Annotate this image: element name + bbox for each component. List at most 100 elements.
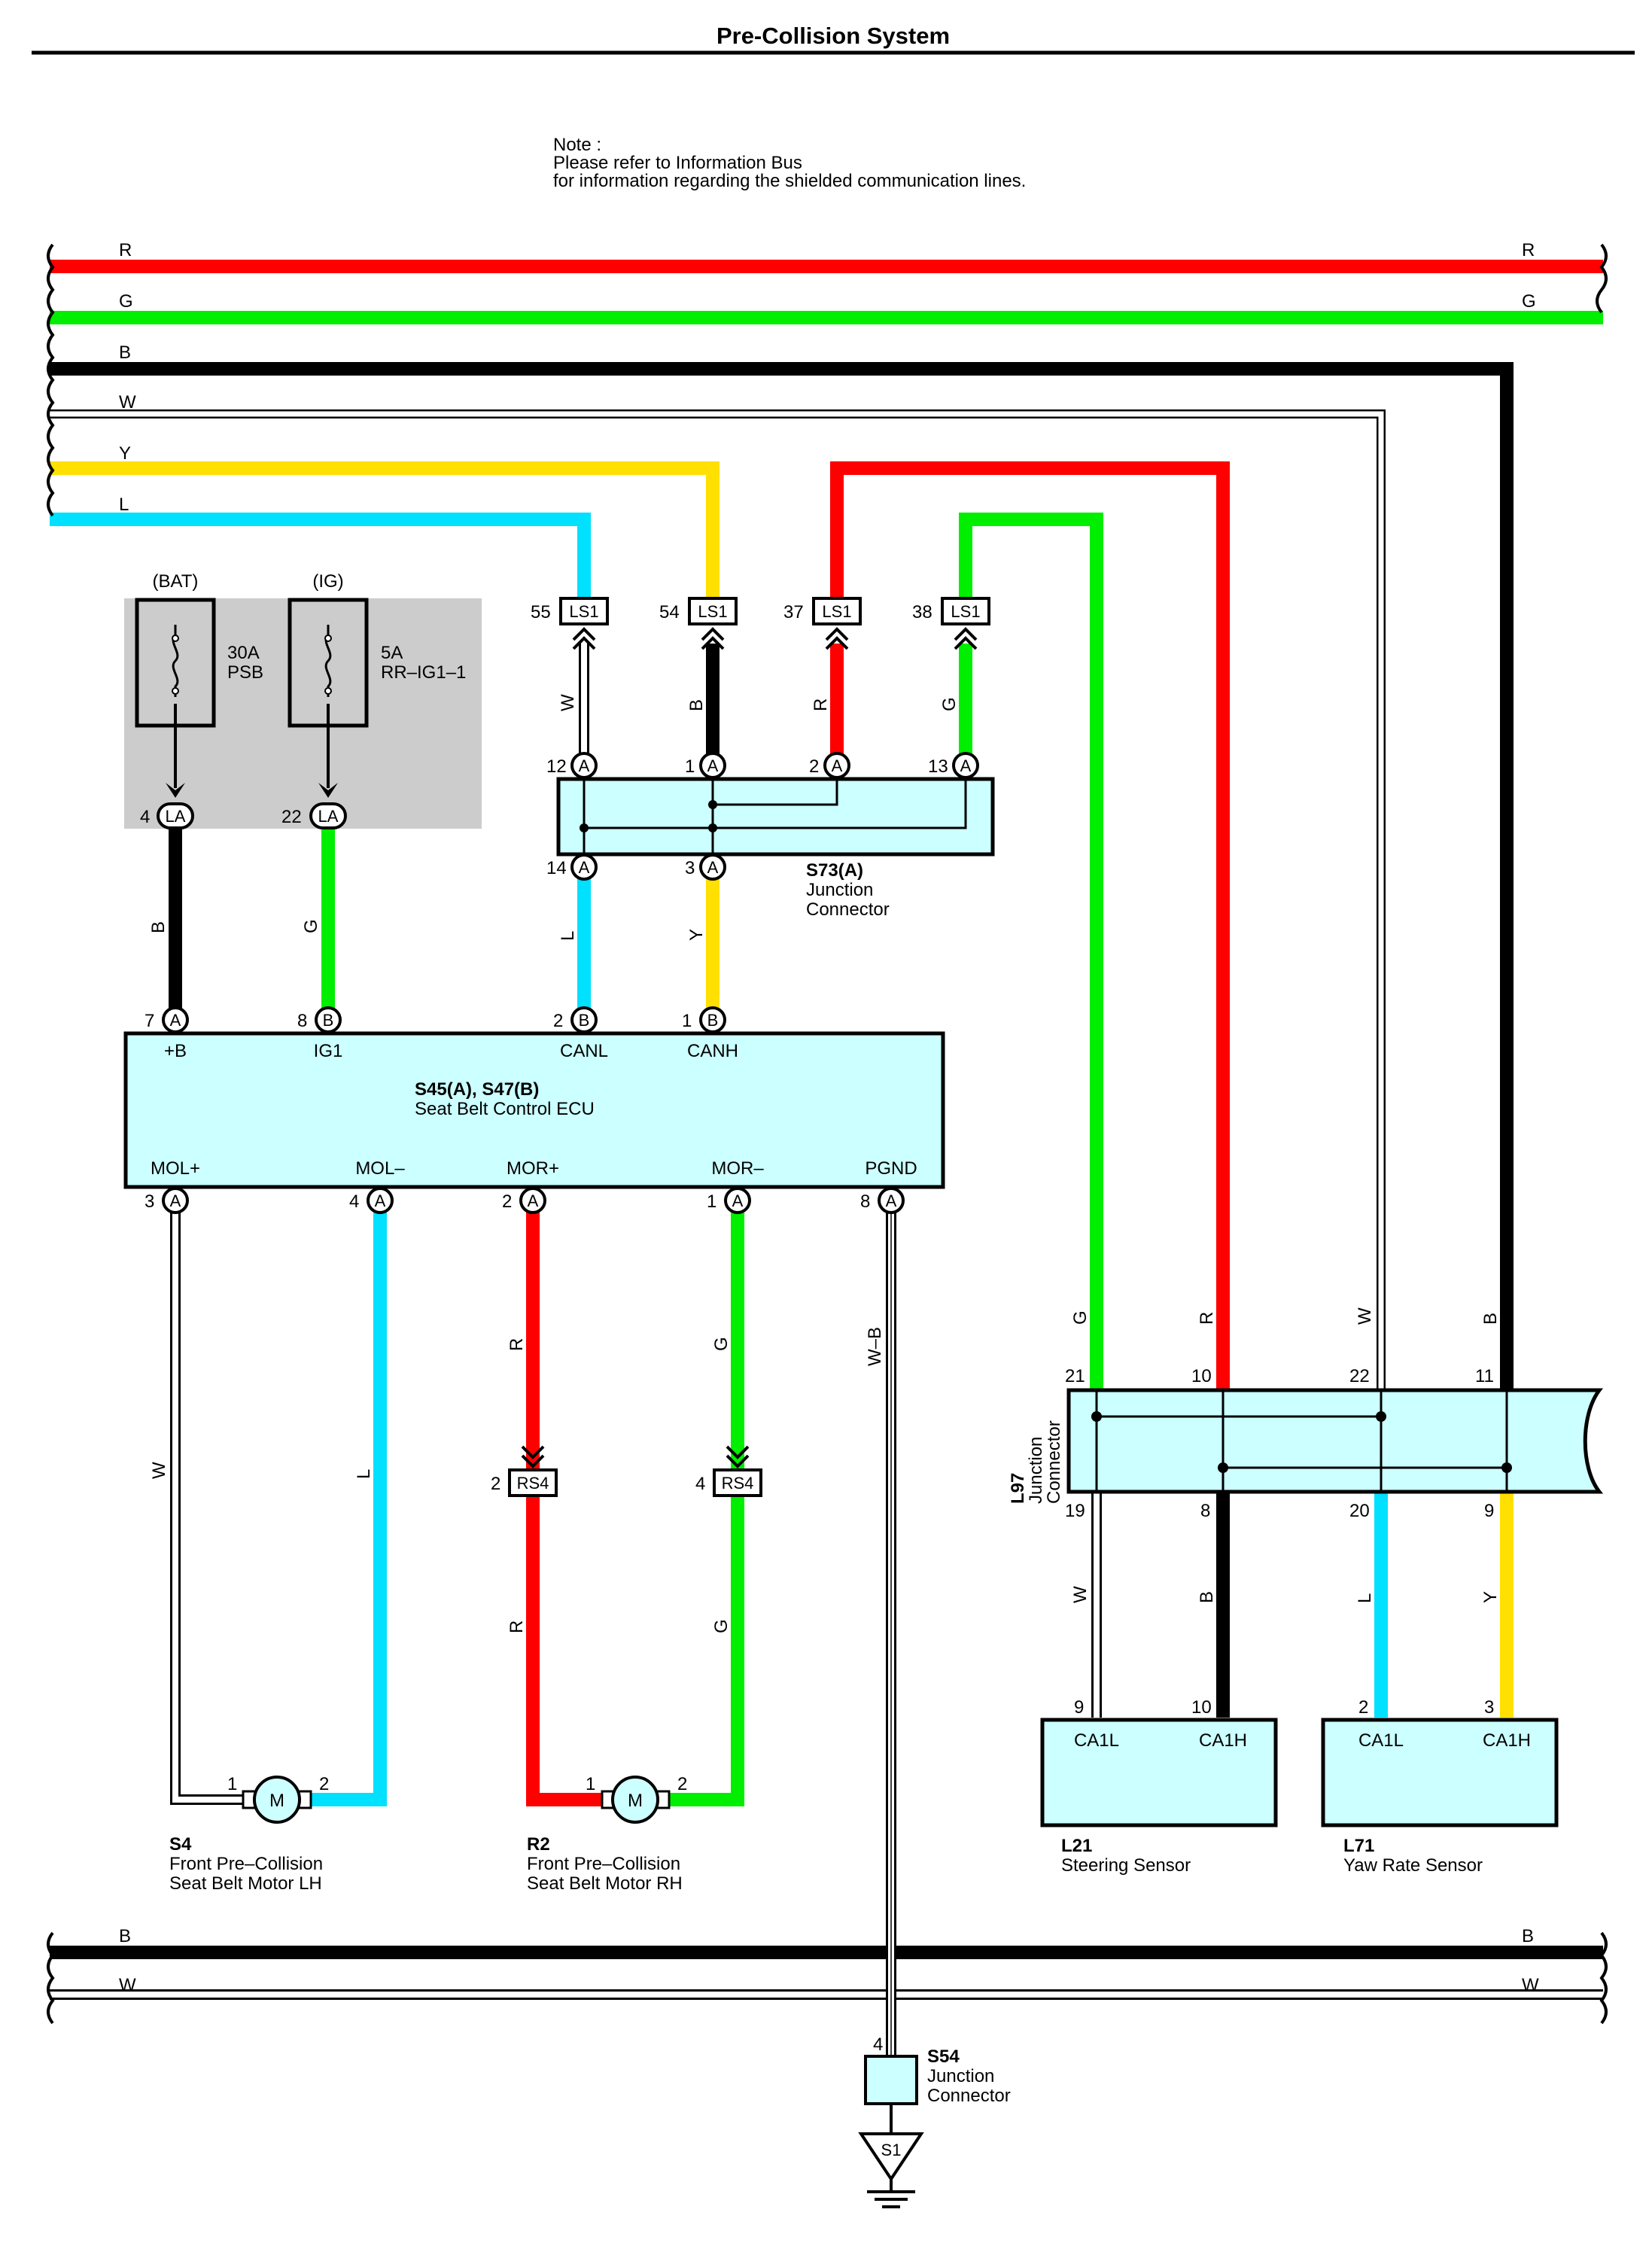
- ecu-pin-plusB-conn: A: [170, 1011, 181, 1030]
- ecu-pin-canh: [699, 1006, 726, 1033]
- ecu-pin-mol-minus-num: 4: [349, 1191, 359, 1212]
- l21-pin-h: 10: [1191, 1697, 1212, 1718]
- l21-id: L21: [1061, 1836, 1092, 1856]
- bus-Y: [50, 461, 720, 598]
- l97-pin-10: 10: [1191, 1366, 1212, 1386]
- ecu-pin-mor-minus-num: 1: [707, 1191, 716, 1212]
- rs4-connectors: RS4 2 RS4 4: [491, 1445, 762, 1497]
- s73-pin-3-conn: A: [707, 858, 719, 877]
- wire-G-mor-minus: [669, 1201, 744, 1806]
- l21-term-h: CA1H: [1199, 1730, 1247, 1751]
- motor-rh-line1: Front Pre–Collision: [527, 1854, 680, 1874]
- wire-label-canl: L: [558, 931, 578, 941]
- fuse-psb-box: [135, 598, 216, 728]
- seat-belt-control-ecu: A 7 +B B 8 IG1 B 2 CANL B 1 CANH S45(A),…: [123, 1006, 945, 1214]
- ecu-id: S45(A), S47(B): [415, 1079, 539, 1100]
- fuse-rr-ig1-amp: 5A: [381, 643, 403, 663]
- l97-junction-connector: 21 10 22 11 19 8 20 9 L97 Junction Conne…: [1008, 1307, 1604, 1603]
- ecu-term-mor-minus: MOR–: [711, 1158, 764, 1179]
- s73-pin-12-conn: A: [579, 756, 590, 775]
- motor-rh-pin2: 2: [677, 1774, 687, 1794]
- rs4-g-label: RS4: [722, 1474, 754, 1493]
- motor-lh-icon: [253, 1776, 301, 1824]
- ecu-pin-mol-minus-conn: A: [375, 1191, 386, 1210]
- ecu-term-mol-minus: MOL–: [355, 1158, 405, 1179]
- la-label-bat: LA: [166, 807, 186, 826]
- l97-box: [1066, 1388, 1604, 1494]
- wire-label-l97-9: Y: [1480, 1591, 1501, 1603]
- wire-R-mor-plus: [526, 1201, 602, 1806]
- ecu-term-canh: CANH: [687, 1041, 738, 1061]
- rs4-g-box: [713, 1468, 762, 1497]
- ls1-54-arrow-icon: [701, 627, 725, 650]
- wire-label-canh: Y: [686, 929, 707, 941]
- arrow-la-bat-icon: [166, 783, 185, 798]
- ecu-pin-mor-plus-num: 2: [502, 1191, 512, 1212]
- la-pin-ig: 22: [281, 807, 302, 827]
- arrow-la-ig-icon: [318, 783, 338, 798]
- s73-pin-14-num: 14: [546, 858, 567, 878]
- ecu-pin-ig1: [315, 1006, 342, 1033]
- l71-pin-l: 2: [1358, 1697, 1368, 1718]
- wire-label-l97-22: W: [1355, 1307, 1375, 1325]
- wire-label-l97-21: G: [1070, 1310, 1091, 1325]
- wire-label-ls1-37: R: [811, 698, 831, 711]
- l71-id: L71: [1343, 1836, 1374, 1856]
- bus-label-G-left: G: [119, 291, 133, 312]
- s54-name-1: Junction: [927, 2066, 994, 2086]
- s73-pin-2-conn: A: [832, 756, 843, 775]
- bus-L: [50, 513, 591, 598]
- l97-pin-19: 19: [1065, 1501, 1085, 1521]
- s73-pin-2: [823, 752, 850, 779]
- wire-label-pgnd: W–B: [865, 1327, 885, 1366]
- ecu-pin-canl-num: 2: [553, 1011, 563, 1031]
- motor-rh-icon: [611, 1776, 659, 1824]
- bus-label-R-left: R: [119, 240, 132, 260]
- ecu-pin-mor-plus: [519, 1187, 546, 1214]
- fuse-rr-ig1-name: RR–IG1–1: [381, 662, 466, 683]
- wire-label-ls1-38: G: [939, 697, 960, 711]
- fuse-rr-ig1-box: [288, 598, 369, 728]
- ecu-pin-canh-num: 1: [682, 1011, 692, 1031]
- la-connector-ig: [309, 802, 347, 829]
- s73-pin-1-conn: A: [707, 756, 719, 775]
- ground-triangle-icon: [858, 2132, 924, 2182]
- motor-lh-id: S4: [169, 1834, 192, 1855]
- bus-label-R-right: R: [1522, 240, 1535, 260]
- ls1-37-arrow-icon: [825, 627, 849, 650]
- rs4-r-box: [508, 1468, 558, 1497]
- s73-pin-13: [952, 752, 979, 779]
- motor-rh-id: R2: [527, 1834, 550, 1855]
- ls1-37-box: [812, 597, 862, 625]
- note-line-2: Please refer to Information Bus: [553, 153, 802, 173]
- bus-labels: R R G G B W Y L B B W W: [119, 240, 1539, 1995]
- ecu-pin-mol-plus: [162, 1187, 189, 1214]
- wires: [50, 260, 1603, 2134]
- ig-label: (IG): [312, 571, 343, 592]
- wire-label-mor-plus-top: R: [507, 1338, 527, 1351]
- ecu-pin-plusB: [162, 1006, 189, 1033]
- l97-pin-20: 20: [1349, 1501, 1370, 1521]
- ecu-term-mol-plus: MOL+: [151, 1158, 200, 1179]
- motor-lh-symbol: M: [269, 1791, 284, 1811]
- note-line-3: for information regarding the shielded c…: [553, 171, 1026, 191]
- ecu-pin-mol-plus-conn: A: [170, 1191, 181, 1210]
- bat-label: (BAT): [153, 571, 199, 592]
- ls1-38-box: [941, 597, 990, 625]
- s54-junction-connector: 4 S54 Junction Connector: [864, 2034, 1011, 2106]
- ecu-name: Seat Belt Control ECU: [415, 1099, 595, 1119]
- l97-name-2: Connector: [1044, 1420, 1064, 1504]
- ls1-38-arrow-icon: [954, 627, 978, 650]
- l21-term-l: CA1L: [1074, 1730, 1119, 1751]
- ls1-55-pin: 55: [531, 602, 551, 622]
- wire-label-mor-minus-bottom: G: [711, 1619, 732, 1633]
- bus-label-bottom-W-left: W: [119, 1975, 136, 1995]
- rs4-g-pin: 4: [695, 1474, 705, 1494]
- wire-W-mol-plus-inner: [172, 1201, 243, 1803]
- s54-name-2: Connector: [927, 2086, 1011, 2106]
- s54-box: [864, 2055, 918, 2105]
- s73-pin-2-num: 2: [809, 756, 819, 777]
- motor-rh-symbol: M: [628, 1791, 643, 1811]
- wire-label-ls1-55: W: [558, 694, 578, 711]
- s73-pin-12-num: 12: [546, 756, 567, 777]
